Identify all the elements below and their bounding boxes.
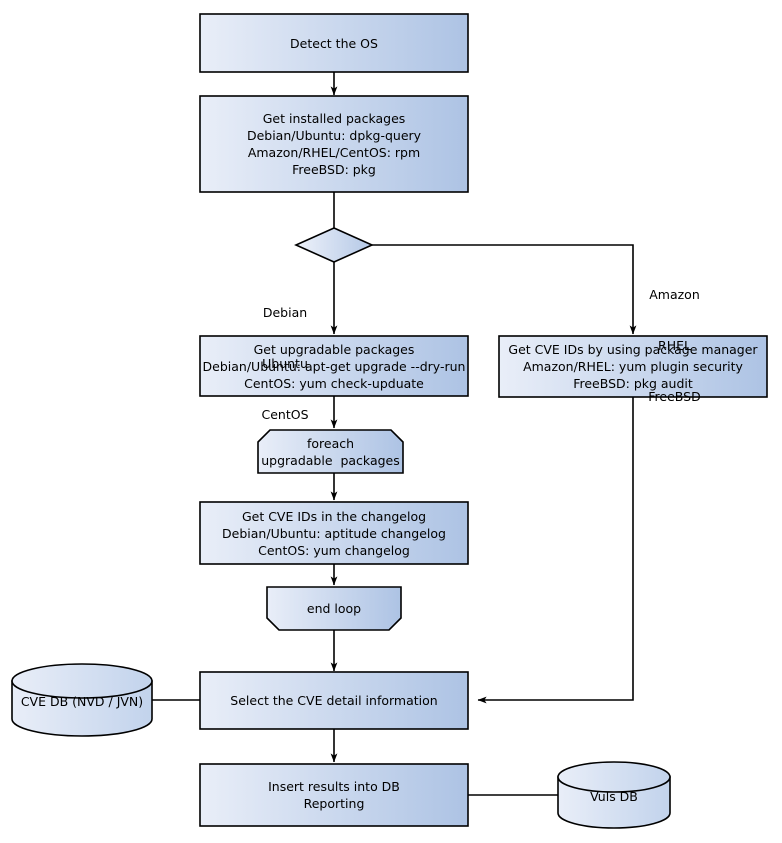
edge-decision-right bbox=[372, 244, 637, 335]
node-vuls-db bbox=[557, 761, 671, 829]
edge-rightbox-to-select bbox=[477, 397, 634, 704]
node-get-installed-packages bbox=[199, 95, 469, 193]
edge-label-left-branch: Debian Ubuntu CentOS bbox=[250, 270, 320, 457]
text-line: Amazon bbox=[649, 287, 700, 302]
node-os-decision bbox=[294, 227, 374, 263]
edge-label-right-branch: Amazon RHEL FreeBSD bbox=[637, 252, 712, 439]
node-select-cve-detail bbox=[199, 671, 469, 730]
node-get-cve-ids-changelog bbox=[199, 501, 469, 565]
node-foreach-upgradable-packages bbox=[257, 429, 404, 474]
node-get-upgradable-packages bbox=[199, 335, 469, 397]
text-line: RHEL bbox=[658, 338, 691, 353]
text-line: FreeBSD bbox=[648, 389, 701, 404]
text-line: CentOS bbox=[261, 407, 309, 422]
node-insert-results bbox=[199, 763, 469, 827]
node-detect-os bbox=[199, 13, 469, 73]
node-cve-db bbox=[11, 663, 153, 737]
node-end-loop bbox=[266, 586, 402, 631]
node-get-cve-ids-package-manager bbox=[498, 335, 768, 398]
text-line: Ubuntu bbox=[262, 356, 308, 371]
text-line: Debian bbox=[262, 305, 308, 320]
